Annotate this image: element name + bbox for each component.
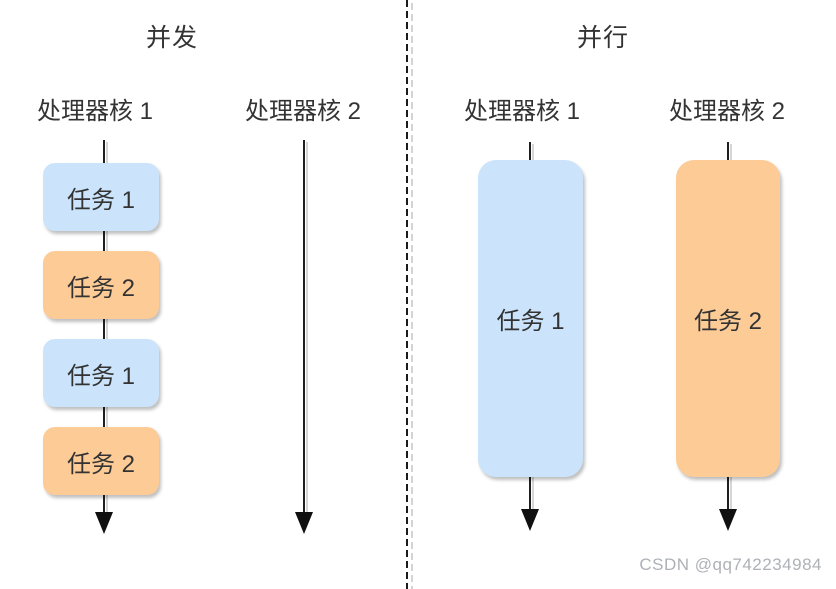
task-box: 任务 1	[478, 160, 583, 477]
concurrency-core2-timeline	[303, 140, 305, 516]
arrow-down-icon	[95, 512, 113, 534]
concurrency-core1-header: 处理器核 1	[36, 98, 153, 125]
arrow-down-icon	[719, 509, 737, 531]
watermark: CSDN @qq742234984	[639, 555, 822, 574]
parallelism-core1-header: 处理器核 1	[463, 98, 580, 125]
parallelism-title: 并行	[576, 24, 629, 52]
task-box: 任务 2	[676, 160, 780, 477]
concurrency-title: 并发	[145, 24, 198, 52]
task-box: 任务 2	[43, 427, 159, 495]
parallelism-core2-header: 处理器核 2	[668, 98, 785, 125]
task-box: 任务 1	[43, 339, 159, 407]
arrow-down-icon	[521, 509, 539, 531]
concurrency-core2-header: 处理器核 2	[244, 98, 361, 125]
task-box: 任务 1	[43, 163, 159, 231]
arrow-down-icon	[295, 512, 313, 534]
section-divider-shadow	[411, 3, 413, 589]
section-divider	[406, 0, 408, 589]
task-box: 任务 2	[43, 251, 159, 319]
concurrency-core1-timeline	[103, 140, 105, 516]
